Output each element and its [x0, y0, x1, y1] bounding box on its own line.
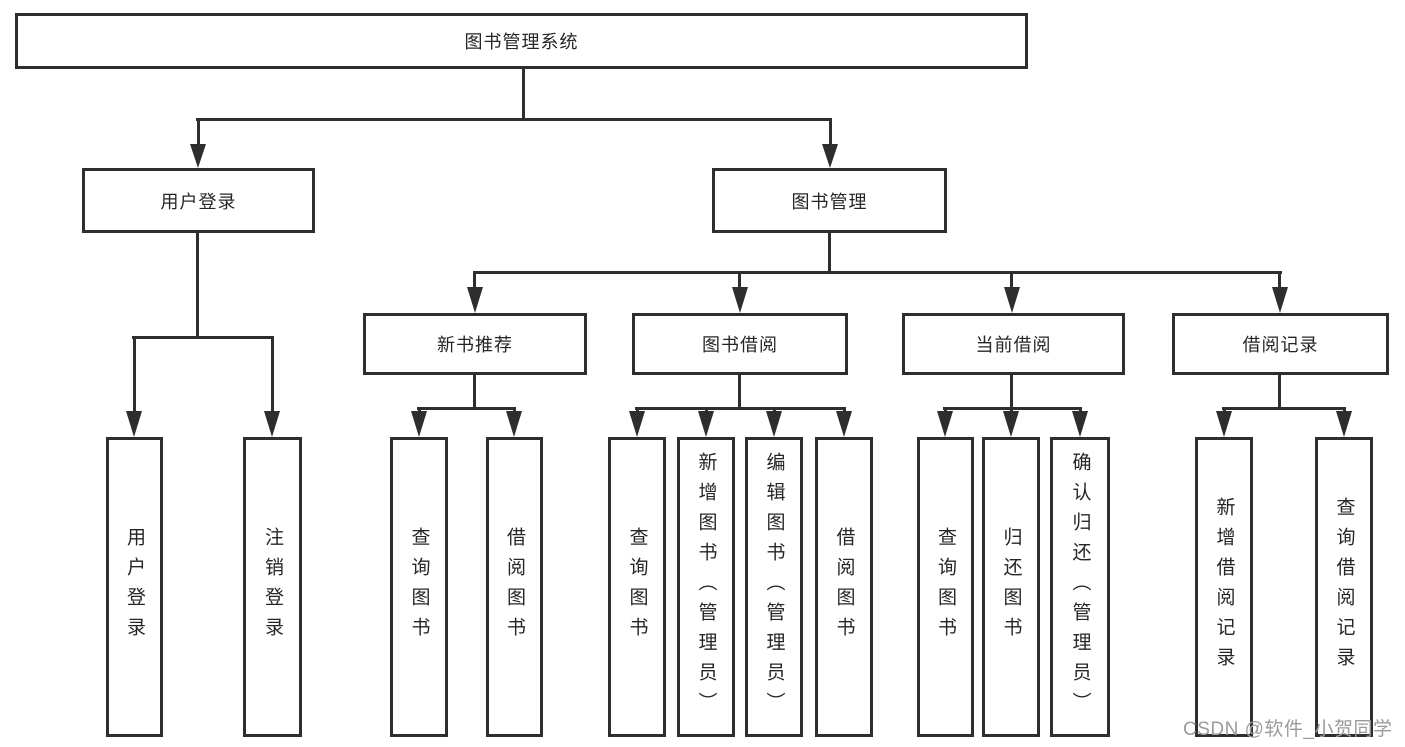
connector-vertical [1278, 271, 1281, 289]
connector-horizontal [132, 336, 274, 339]
arrow-down-icon [1336, 411, 1352, 437]
leaf-borrow-add-book-admin: 新增图书（管理员） [677, 437, 735, 737]
leaf-newbook-borrow-book: 借阅图书 [486, 437, 543, 737]
connector-vertical [1343, 407, 1346, 413]
node-book-borrow: 图书借阅 [632, 313, 848, 375]
arrow-down-icon [1003, 411, 1019, 437]
leaf-records-add-borrow-record: 新增借阅记录 [1195, 437, 1253, 737]
connector-horizontal [1222, 407, 1346, 410]
leaf-user-login: 用户登录 [106, 437, 163, 737]
arrow-down-icon [698, 411, 714, 437]
connector-vertical [513, 407, 516, 413]
arrow-down-icon [1004, 287, 1020, 313]
connector-vertical [738, 375, 741, 407]
connector-vertical [944, 407, 947, 413]
leaf-borrow-borrow-book: 借阅图书 [815, 437, 873, 737]
watermark: CSDN @软件_小贺同学 [1183, 719, 1393, 740]
leaf-current-confirm-return-admin: 确认归还（管理员） [1050, 437, 1110, 737]
arrow-down-icon [1216, 411, 1232, 437]
arrow-down-icon [467, 287, 483, 313]
arrow-down-icon [766, 411, 782, 437]
arrow-down-icon [190, 144, 206, 168]
connector-vertical [636, 407, 639, 413]
connector-vertical [473, 271, 476, 289]
connector-vertical [738, 271, 741, 289]
connector-horizontal [635, 407, 844, 410]
connector-vertical [705, 407, 708, 413]
node-library-management-system: 图书管理系统 [15, 13, 1028, 69]
connector-vertical [418, 407, 421, 413]
node-borrow-records: 借阅记录 [1172, 313, 1389, 375]
leaf-current-return-book: 归还图书 [982, 437, 1040, 737]
arrow-down-icon [411, 411, 427, 437]
connector-vertical [773, 407, 776, 413]
connector-horizontal [473, 271, 1282, 274]
node-current-borrow: 当前借阅 [902, 313, 1125, 375]
connector-vertical [829, 118, 832, 144]
connector-vertical [1010, 407, 1013, 413]
arrow-down-icon [937, 411, 953, 437]
leaf-borrow-query-book: 查询图书 [608, 437, 666, 737]
connector-vertical [828, 233, 831, 271]
connector-horizontal [196, 118, 832, 121]
connector-vertical [196, 233, 199, 336]
leaf-logout-login: 注销登录 [243, 437, 302, 737]
connector-vertical [843, 407, 846, 413]
connector-vertical [133, 336, 136, 413]
arrow-down-icon [629, 411, 645, 437]
leaf-borrow-edit-book-admin: 编辑图书（管理员） [745, 437, 803, 737]
connector-vertical [522, 69, 525, 118]
node-book-management: 图书管理 [712, 168, 947, 233]
connector-vertical [1278, 375, 1281, 407]
connector-vertical [197, 118, 200, 144]
arrow-down-icon [1072, 411, 1088, 437]
connector-vertical [1223, 407, 1226, 413]
arrow-down-icon [506, 411, 522, 437]
arrow-down-icon [264, 411, 280, 437]
connector-horizontal [417, 407, 516, 410]
arrow-down-icon [1272, 287, 1288, 313]
connector-vertical [1010, 375, 1013, 407]
arrow-down-icon [836, 411, 852, 437]
leaf-newbook-query-book: 查询图书 [390, 437, 448, 737]
arrow-down-icon [126, 411, 142, 437]
connector-vertical [271, 336, 274, 413]
leaf-records-query-borrow-record: 查询借阅记录 [1315, 437, 1373, 737]
node-user-login: 用户登录 [82, 168, 315, 233]
connector-vertical [473, 375, 476, 407]
arrow-down-icon [822, 144, 838, 168]
arrow-down-icon [732, 287, 748, 313]
node-new-book-recommend: 新书推荐 [363, 313, 587, 375]
connector-vertical [1010, 271, 1013, 289]
connector-vertical [1079, 407, 1082, 413]
leaf-current-query-book: 查询图书 [917, 437, 974, 737]
